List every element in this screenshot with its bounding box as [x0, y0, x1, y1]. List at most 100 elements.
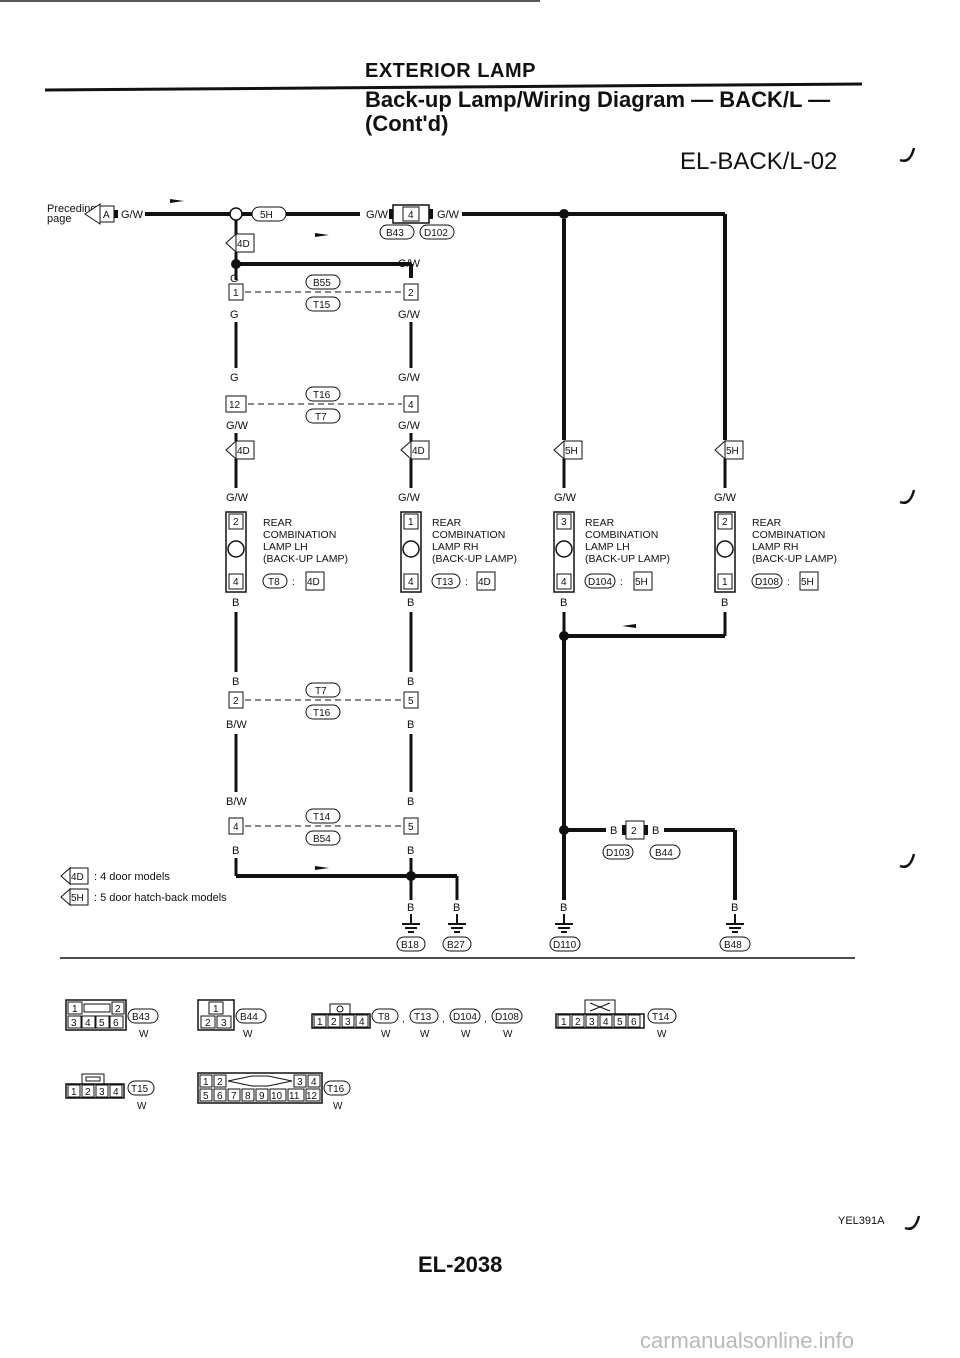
svg-text:,: ,	[442, 1014, 445, 1025]
header-rule	[44, 82, 863, 92]
lamp-right-lh-5h: G/W 3 4 REAR COMBINATION LAMP LH (BACK-U…	[553, 492, 670, 609]
top-bus: 5H G/W 4 G/W B43 D102	[145, 199, 725, 240]
svg-text:4: 4	[359, 1017, 365, 1028]
svg-text:2: 2	[217, 1077, 223, 1088]
svg-text:2: 2	[115, 1004, 121, 1015]
svg-text:(BACK-UP LAMP): (BACK-UP LAMP)	[263, 553, 348, 565]
svg-text:5: 5	[408, 822, 414, 833]
svg-text:COMBINATION: COMBINATION	[263, 529, 336, 541]
svg-text:D103: D103	[606, 848, 630, 859]
svg-text:1: 1	[722, 577, 728, 588]
svg-text:B44: B44	[655, 848, 673, 859]
svg-text:B: B	[610, 825, 617, 837]
svg-text:G/W: G/W	[554, 492, 577, 504]
svg-text:6: 6	[217, 1091, 223, 1102]
svg-text:5H: 5H	[726, 446, 739, 457]
svg-text:T13: T13	[414, 1012, 432, 1023]
svg-text:LAMP LH: LAMP LH	[585, 541, 630, 553]
svg-text:4: 4	[233, 577, 239, 588]
connector-view-b44: 1 2 3 B44 W	[197, 999, 267, 1040]
svg-text:B: B	[407, 845, 414, 857]
svg-text:COMBINATION: COMBINATION	[752, 529, 825, 541]
svg-text:B/W: B/W	[226, 719, 247, 731]
svg-text:B: B	[731, 902, 738, 914]
preceding-label-1: Preceding	[47, 203, 97, 215]
svg-text:2: 2	[722, 517, 728, 528]
svg-text:12: 12	[229, 400, 241, 411]
svg-text:REAR: REAR	[432, 517, 462, 529]
bus-wire-right: G/W	[437, 209, 460, 221]
lamp-right-rh-5h: G/W 2 1 REAR COMBINATION LAMP RH (BACK-U…	[714, 492, 837, 609]
svg-text:REAR: REAR	[263, 517, 293, 529]
bulb-icon	[227, 540, 245, 558]
diagram-title-line2: (Cont'd)	[365, 111, 449, 136]
svg-text:T16: T16	[313, 708, 331, 719]
svg-text:5H: 5H	[260, 210, 273, 221]
svg-text:4: 4	[408, 400, 414, 411]
diagram-code: EL-BACK/L-02	[680, 148, 838, 175]
svg-text:T8: T8	[268, 577, 280, 588]
svg-text:4: 4	[408, 577, 414, 588]
svg-text:9: 9	[259, 1091, 265, 1102]
section-title: EXTERIOR LAMP	[365, 60, 536, 82]
svg-text:(BACK-UP LAMP): (BACK-UP LAMP)	[752, 553, 837, 565]
connector-view-t16: 1 2 3 4 5 6 7 8 9 10 11 12 T16 W	[197, 1072, 351, 1112]
svg-text:4D: 4D	[237, 239, 250, 250]
svg-text:W: W	[657, 1029, 667, 1040]
page-number: EL-2038	[418, 1252, 503, 1277]
svg-text:D108: D108	[495, 1012, 519, 1023]
ground-b18: B18	[401, 940, 419, 951]
svg-text:5H: 5H	[635, 577, 648, 588]
svg-text:10: 10	[271, 1091, 283, 1102]
svg-text:B: B	[232, 676, 239, 688]
svg-text:: 4 door models: : 4 door models	[94, 871, 170, 883]
bus-conn-left: B43	[386, 228, 404, 239]
svg-text:T14: T14	[652, 1012, 670, 1023]
svg-text:B: B	[560, 597, 567, 609]
connector-view-t8-t13-d104-d108: 1 2 3 4 T8 , T13 , D104 , D108 W W W W	[311, 1003, 523, 1040]
svg-text:4: 4	[603, 1017, 609, 1028]
svg-text:B: B	[407, 719, 414, 731]
svg-text:W: W	[420, 1029, 430, 1040]
svg-text:1: 1	[233, 288, 239, 299]
diagram-title: Back-up Lamp/Wiring Diagram — BACK/L — (…	[365, 88, 830, 136]
svg-text:B: B	[721, 597, 728, 609]
svg-text:T7: T7	[315, 412, 327, 423]
lower-left-wiring: B B 2 5 T7 T16 B/W B B/W B 4 5 T14 B54 B…	[226, 612, 472, 952]
svg-text:11: 11	[289, 1091, 300, 1102]
svg-text:W: W	[333, 1101, 343, 1112]
svg-text:: 5 door hatch-back models: : 5 door hatch-back models	[94, 892, 227, 904]
svg-text:B: B	[232, 845, 239, 857]
ground-b27: B27	[447, 940, 465, 951]
svg-text:1: 1	[561, 1017, 567, 1028]
svg-text:B: B	[407, 902, 414, 914]
svg-text:4D: 4D	[478, 577, 491, 588]
svg-text:B: B	[652, 825, 659, 837]
svg-text:B54: B54	[313, 834, 331, 845]
watermark: carmanualsonline.info	[640, 1328, 855, 1353]
svg-text:B/W: B/W	[226, 796, 247, 808]
svg-text:T13: T13	[436, 577, 454, 588]
ground-b48: B48	[724, 940, 742, 951]
svg-text:(BACK-UP LAMP): (BACK-UP LAMP)	[585, 553, 670, 565]
svg-text:4: 4	[113, 1087, 119, 1098]
bulb-icon	[402, 540, 420, 558]
lamp-left-lh-4d: G/W 2 4 REAR COMBINATION LAMP LH (BACK-U…	[225, 492, 348, 609]
svg-text:4: 4	[85, 1018, 91, 1029]
svg-text:G/W: G/W	[714, 492, 737, 504]
svg-text:6: 6	[631, 1017, 637, 1028]
svg-text:G/W: G/W	[398, 492, 421, 504]
svg-text:G/W: G/W	[398, 258, 421, 270]
svg-text:W: W	[243, 1029, 253, 1040]
svg-text:REAR: REAR	[752, 517, 782, 529]
svg-text:T8: T8	[378, 1012, 390, 1023]
svg-text:G/W: G/W	[398, 309, 421, 321]
svg-text:4: 4	[561, 577, 567, 588]
svg-text::: :	[620, 577, 623, 588]
svg-text:B55: B55	[313, 278, 331, 289]
svg-text:4: 4	[311, 1077, 317, 1088]
svg-text:REAR: REAR	[585, 517, 615, 529]
svg-text:2: 2	[85, 1087, 91, 1098]
svg-text:4D: 4D	[412, 446, 425, 457]
